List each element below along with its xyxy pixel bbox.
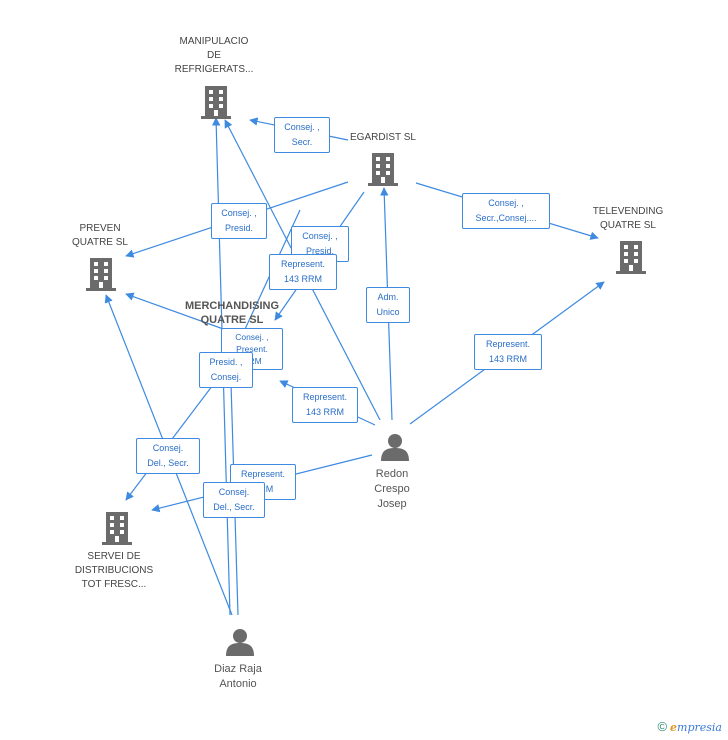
edge-label-consej-secr: Consej. , Secr.: [274, 117, 330, 153]
copyright-icon: ©: [657, 719, 668, 734]
brand-logo-e: e: [670, 721, 678, 734]
person-icon-diaz: [226, 629, 254, 656]
edge-label-adm-unico: Adm. Unico: [366, 287, 410, 323]
brand-logo-text: mpresia: [677, 721, 722, 734]
company-label-merchandising[interactable]: MERCHANDISING QUATRE SL: [184, 300, 280, 326]
edge-label-consej-del-secr-1: Consej. Del., Secr.: [136, 438, 200, 474]
edge-label-represent-3: Represent. 143 RRM: [292, 387, 358, 423]
building-icon-preven: [86, 258, 116, 291]
edge-label-represent-1: Represent. 143 RRM: [269, 254, 337, 290]
company-label-servei[interactable]: SERVEI DE DISTRIBUCIONS TOT FRESC...: [74, 551, 154, 590]
company-label-manipulacio[interactable]: MANIPULACIO DE REFRIGERATS...: [174, 36, 254, 75]
edge-label-consej-del-secr-2: Consej. Del., Secr.: [203, 482, 265, 518]
building-icon-televending: [616, 241, 646, 274]
company-label-egardist[interactable]: EGARDIST SL: [350, 132, 416, 143]
edge-label-presid-consej: Presid. , Consej.: [199, 352, 253, 388]
person-icon-redon: [381, 434, 409, 461]
person-label-redon[interactable]: Redon Crespo Josep: [374, 468, 410, 510]
building-icon-manipulacio: [201, 86, 231, 119]
edge-label-represent-2: Represent. 143 RRM: [474, 334, 542, 370]
person-label-diaz[interactable]: Diaz Raja Antonio: [214, 663, 262, 690]
edge-label-consej-presid-1: Consej. , Presid.: [211, 203, 267, 239]
edge-label-consej-secr-consej: Consej. , Secr.,Consej....: [462, 193, 550, 229]
company-label-preven[interactable]: PREVEN QUATRE SL: [72, 223, 128, 248]
brand-footer[interactable]: ©empresia: [657, 719, 722, 734]
building-icon-servei: [102, 512, 132, 545]
building-icon-egardist: [368, 153, 398, 186]
company-label-televending[interactable]: TELEVENDING QUATRE SL: [592, 206, 664, 231]
